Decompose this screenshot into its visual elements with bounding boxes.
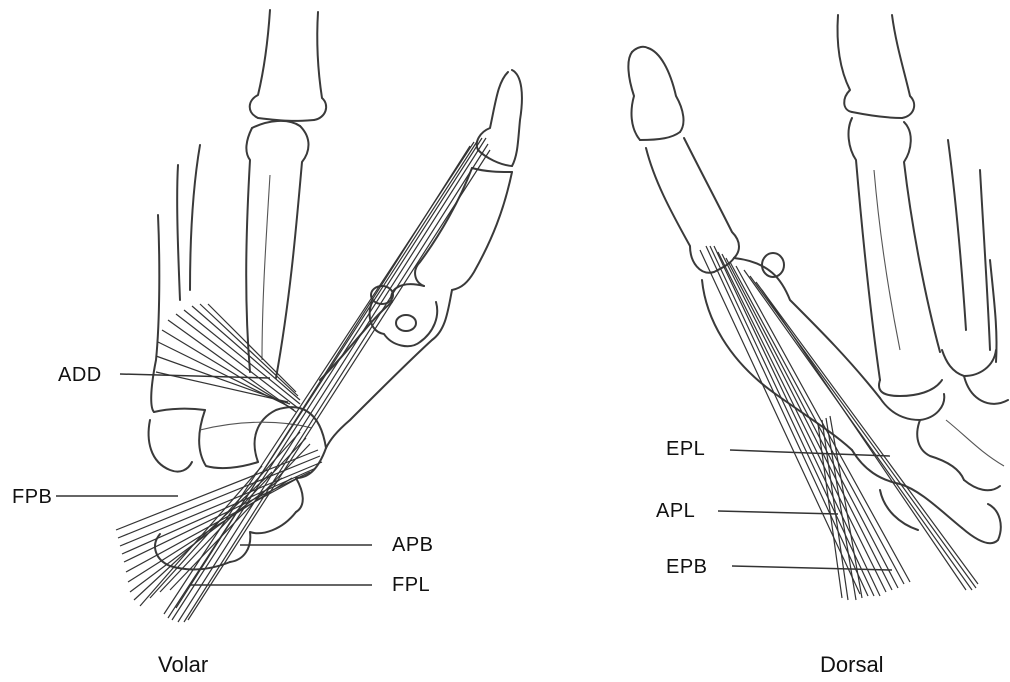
add-leader-line [120,374,270,378]
dorsal-extensor-tendons [700,246,978,600]
volar-thumb-phalanges [415,70,522,290]
label-apl: APL [656,500,695,523]
caption-dorsal: Dorsal [820,652,884,678]
volar-index-finger [246,10,326,378]
label-fpl: FPL [392,574,430,597]
label-apb: APB [392,534,434,557]
apl-leader-line [718,511,838,514]
epb-leader-line [732,566,892,570]
label-epl: EPL [666,438,705,461]
dorsal-index-finger [838,15,943,396]
dorsal-other-metacarpals [942,140,1008,404]
caption-volar: Volar [158,652,208,678]
volar-add-muscle [156,304,300,412]
volar-panel [56,10,522,622]
volar-fpl-tendon [164,138,490,622]
label-epb: EPB [666,556,708,579]
epl-leader-line [730,450,890,456]
dorsal-thumb-phalanges [628,47,784,277]
label-fpb: FPB [12,486,52,509]
volar-middle-metacarpal [151,145,205,412]
volar-thumb-metacarpal [320,284,452,448]
label-add: ADD [58,364,102,387]
